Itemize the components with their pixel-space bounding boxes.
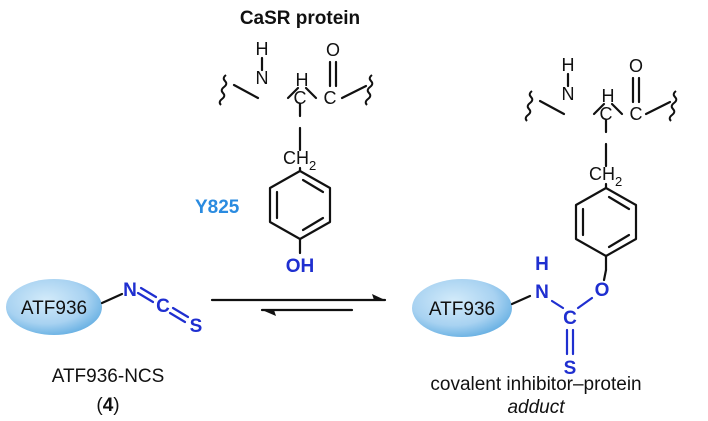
adduct-core-ellipse <box>412 279 512 337</box>
adduct-alpha-h-label: H <box>602 86 615 106</box>
protein-title: CaSR protein <box>240 8 360 29</box>
carbonyl-c-label: C <box>324 88 337 108</box>
residue-label: Y825 <box>195 197 240 218</box>
linkage-c-label: C <box>563 308 577 329</box>
carbonyl-o-label: O <box>326 40 340 60</box>
isothiocyanate-c-label: C <box>156 296 170 317</box>
left-compound-name: ATF936-NCS <box>52 366 165 387</box>
left-compound-number: (4) <box>96 395 119 416</box>
adduct-amide-n-label: N <box>562 84 575 104</box>
adduct-ch2-label: CH2 <box>589 164 622 189</box>
atf936-core-ellipse <box>6 279 102 335</box>
adduct-alpha-c-label: C <box>600 104 613 124</box>
thiocarbamate-linkage: ATF936 H N C O S <box>412 254 609 379</box>
alpha-h-label: H <box>296 70 309 90</box>
adduct-carbonyl-c-label: C <box>630 104 643 124</box>
adduct-amide-h-label: H <box>562 55 575 75</box>
linkage-o-label: O <box>595 280 610 301</box>
adduct-caption-line2: adduct <box>507 397 565 418</box>
amide-n-label: N <box>256 68 269 88</box>
isothiocyanate-s-label: S <box>190 316 203 337</box>
hydroxyl-label: OH <box>286 256 315 277</box>
adduct-core-label: ATF936 <box>429 299 495 320</box>
linkage-s-label: S <box>564 358 577 379</box>
equilibrium-arrows <box>210 294 387 316</box>
amide-h-label: H <box>256 39 269 59</box>
adduct-residue: H N H C C O CH2 <box>524 55 678 272</box>
atf936-core-label: ATF936 <box>21 298 87 319</box>
isothiocyanate-n-label: N <box>123 280 137 301</box>
ch2-label: CH2 <box>283 148 316 173</box>
linkage-n-label: N <box>535 282 549 303</box>
atf936-ncs: ATF936 N C S <box>6 279 202 337</box>
adduct-caption-line1: covalent inhibitor–protein <box>430 374 641 395</box>
linkage-nh-h-label: H <box>535 254 549 275</box>
tyrosine-residue: H N H C C O CH2 OH <box>218 39 374 277</box>
alpha-c-label: C <box>294 88 307 108</box>
adduct-carbonyl-o-label: O <box>629 56 643 76</box>
